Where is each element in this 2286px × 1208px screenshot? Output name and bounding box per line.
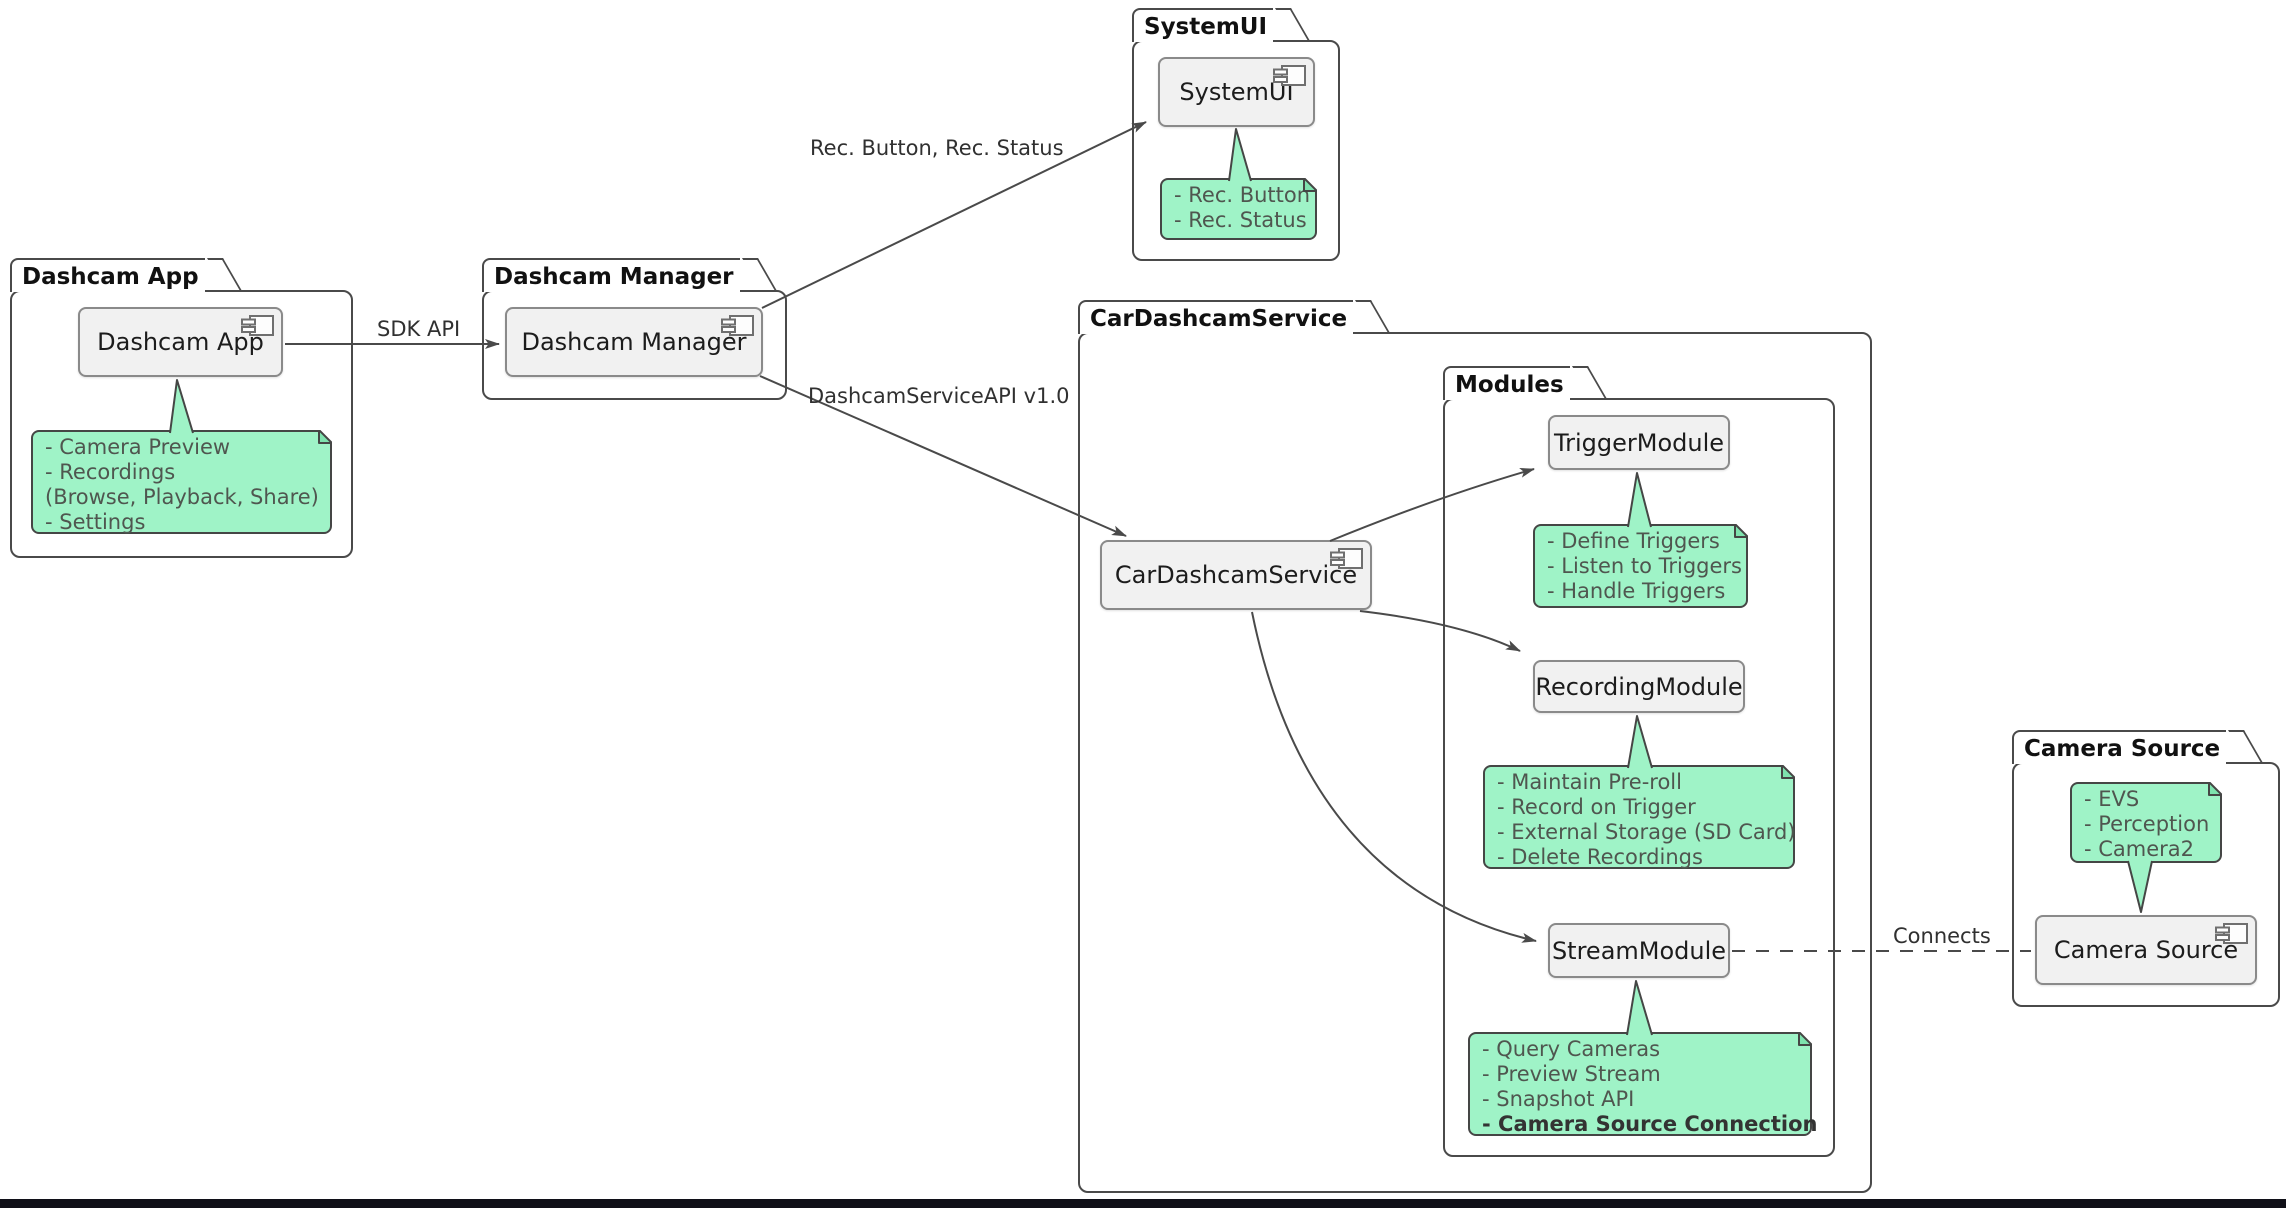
package-car-dashcam-service-tab: CarDashcamService [1078,300,1354,334]
component-dashcam-manager: Dashcam Manager [505,307,763,377]
note-line: - Perception [2084,812,2210,836]
component-label: Dashcam App [97,328,264,356]
edge-label-dashcam-service-api: DashcamServiceAPI v1.0 [808,384,1070,408]
component-icon [1273,65,1306,86]
note-fold-icon [1734,524,1748,538]
note-line: - Query Cameras [1482,1037,1661,1061]
note-line: - Record on Trigger [1497,795,1696,819]
note-line: - Rec. Status [1174,208,1307,232]
note-fold-icon [2208,782,2222,796]
note-systemui: - Rec. Button - Rec. Status [1160,178,1317,240]
note-line: - Maintain Pre-roll [1497,770,1682,794]
note-line: - Rec. Button [1174,183,1311,207]
component-car-dashcam-service: CarDashcamService [1100,540,1372,610]
note-dashcam-app: - Camera Preview - Recordings (Browse, P… [31,430,332,534]
component-label: Dashcam Manager [521,328,747,356]
note-line-bold: - Camera Source Connection [1482,1112,1818,1136]
note-line: - EVS [2084,787,2140,811]
package-systemui-tab: SystemUI [1132,8,1274,42]
note-stream-module: - Query Cameras - Preview Stream - Snaps… [1468,1032,1818,1136]
package-camera-source-tab: Camera Source [2012,730,2227,764]
note-line: - Delete Recordings [1497,845,1703,869]
component-label: StreamModule [1551,936,1727,965]
package-title: CarDashcamService [1090,306,1348,332]
component-recording-module: RecordingModule [1533,660,1745,713]
note-line: - Snapshot API [1482,1087,1635,1111]
note-line: - Preview Stream [1482,1062,1661,1086]
bottom-bar [0,1199,2286,1208]
package-title: Camera Source [2024,736,2221,762]
package-title: Dashcam Manager [494,264,734,290]
component-stream-module: StreamModule [1548,923,1730,978]
package-dashcam-manager-tab: Dashcam Manager [482,258,740,292]
note-line: - Define Triggers [1547,529,1720,553]
note-line: - Listen to Triggers [1547,554,1742,578]
note-fold-icon [1781,765,1795,779]
note-line: - Recordings [45,460,176,484]
component-label: CarDashcamService [1114,561,1358,589]
note-camera-source: - EVS - Perception - Camera2 [2070,782,2222,863]
package-title: Dashcam App [22,264,199,290]
note-line: - Camera2 [2084,837,2195,861]
component-dashcam-app: Dashcam App [78,307,283,377]
note-line: - Handle Triggers [1547,579,1726,603]
note-recording-module: - Maintain Pre-roll - Record on Trigger … [1483,765,1796,869]
note-fold-icon [1303,178,1317,192]
component-systemui: SystemUI [1158,57,1315,127]
edge-label-sdk-api: SDK API [377,317,461,341]
edge-label-rec-button-status: Rec. Button, Rec. Status [810,136,1064,160]
component-icon [2215,923,2248,944]
component-camera-source: Camera Source [2035,915,2257,985]
note-fold-icon [318,430,332,444]
note-line: - Settings [45,510,146,534]
component-label: RecordingModule [1535,672,1743,701]
component-trigger-module: TriggerModule [1548,415,1730,470]
component-icon [1330,548,1363,569]
note-line: - External Storage (SD Card) [1497,820,1796,844]
component-icon [241,315,274,336]
package-title: SystemUI [1144,14,1268,40]
edge-label-connects: Connects [1893,924,1991,948]
package-dashcam-app-tab: Dashcam App [10,258,205,292]
note-line: (Browse, Playback, Share) [45,485,319,509]
component-icon [721,315,754,336]
component-label: TriggerModule [1553,428,1725,457]
note-trigger-module: - Define Triggers - Listen to Triggers -… [1533,524,1748,608]
component-label: Camera Source [2053,936,2239,964]
note-line: - Camera Preview [45,435,231,459]
note-fold-icon [1798,1032,1812,1046]
package-modules-tab: Modules [1443,366,1570,400]
package-title: Modules [1455,372,1564,398]
